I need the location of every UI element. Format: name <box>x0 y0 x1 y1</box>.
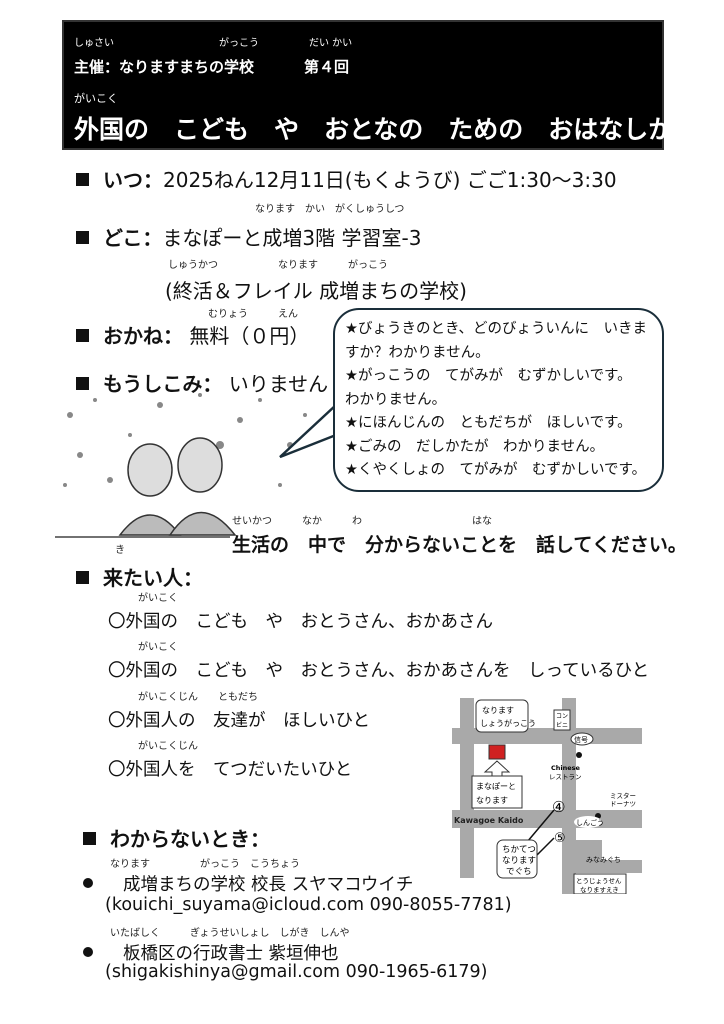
audience-item-ruby: がいこく <box>138 642 178 653</box>
square-bullet-icon <box>76 571 89 584</box>
title-ruby: がいこく <box>74 92 118 105</box>
audience-item: 〇外国の こども や おとうさん、おかあさんを しっているひと <box>108 661 650 681</box>
apply-label: もうしこみ： <box>103 372 223 396</box>
bullet-icon <box>83 947 93 957</box>
fee-ruby: むりょう えん <box>208 309 298 320</box>
speech-bubble-tail <box>279 404 337 459</box>
bubble-line: ★にほんじんの ともだちが ほしいです。 <box>345 415 632 431</box>
map-signal-label: 信号 <box>574 735 588 744</box>
count-ruby: だい かい <box>309 38 353 49</box>
organizer-ruby: しゅさい <box>74 38 114 49</box>
audience-item-ruby: がいこくじん ともだち <box>138 692 258 703</box>
contact-name: 成増まちの学校 校長 スヤマコウイチ <box>123 875 414 895</box>
fee-label: おかね： <box>103 324 183 348</box>
apply-value: いりません <box>228 372 329 396</box>
bubble-line: ★びょうきのとき、どのびょういんに いきま <box>345 321 647 337</box>
map-donut-label: ミスター <box>610 791 636 800</box>
contact-label: わからないとき： <box>110 827 270 851</box>
exit-5-label: ⑤ <box>554 831 566 846</box>
bubble-line: ★がっこうの てがみが むずかしいです。 <box>345 368 632 384</box>
map-shinkou-label: しんごう <box>576 818 604 827</box>
contact-ruby: なります がっこう こうちょう <box>110 859 300 870</box>
map-chinese-label: レストラン <box>549 773 582 781</box>
audience-label: 来たい人： <box>103 566 203 590</box>
exit-4-label: ④ <box>552 798 565 816</box>
fee-value: 無料（０円） <box>189 324 310 348</box>
header-banner: しゅさい がっこう だい かい 主催：なりますまちの学校 第４回 がいこく 外国… <box>62 20 698 150</box>
map-konbini-label: ビニ <box>556 721 568 729</box>
page-title: 外国の こども や おとなの ための おはなしかい <box>74 115 699 144</box>
map-tojo-label: とうじょうせん <box>576 877 622 885</box>
school-ruby: がっこう <box>219 38 259 49</box>
apply-row: もうしこみ： いりません <box>76 368 328 397</box>
map-subway-label: でぐち <box>506 867 532 877</box>
contact-detail: (kouichi_suyama@icloud.com 090-8055-7781… <box>105 895 512 915</box>
bubble-line: すか？わかりません。 <box>345 344 490 361</box>
where-ruby: なります かい がくしゅうしつ <box>255 204 405 215</box>
map-tojo-label: なりますえき <box>580 886 619 894</box>
bubble-line: わかりません。 <box>345 391 447 408</box>
when-row: いつ：2025ねん12月11日(もくようび) ごご1:30～3:30 <box>76 164 617 193</box>
organizer: 主催：なりますまちの学校 <box>74 58 255 76</box>
audience-row: 来たい人： <box>76 562 203 591</box>
speech-bubble: ★びょうきのとき、どのびょういんに いきま すか？わかりません。 ★がっこうの … <box>333 308 664 492</box>
square-bullet-icon <box>76 329 89 342</box>
contact-ruby: いたばしく ぎょうせいしょし しがき しんや <box>110 928 350 939</box>
bullet-icon <box>83 878 93 888</box>
bubble-line: ★ごみの だしかたが わかりません。 <box>345 438 605 455</box>
audience-item: 〇外国人を てつだいたいひと <box>108 760 353 780</box>
map-subway-label: なります <box>502 856 536 866</box>
map-road-label: Kawagoe Kaido <box>454 816 524 825</box>
worried-people-illustration <box>55 393 307 538</box>
map-subway-label: ちかてつ <box>502 845 536 855</box>
map-manapo-label: まなぽーと <box>476 782 516 791</box>
building-icon <box>488 744 506 760</box>
map-south-label: みなみぐち <box>586 856 621 864</box>
message-text: 生活の 中で 分からないことを 話してください。 <box>232 534 687 556</box>
map-donut-label: ドーナツ <box>610 800 636 808</box>
square-bullet-icon <box>76 173 89 186</box>
audience-item-ruby: がいこくじん <box>138 741 198 752</box>
when-label: いつ： <box>103 168 163 192</box>
square-bullet-icon <box>83 832 96 845</box>
where-value: まなぽーと成増3階 学習室-3 <box>162 226 422 250</box>
fee-row: おかね： 無料（０円） <box>76 320 309 349</box>
audience-item: 〇外国の こども や おとうさん、おかあさん <box>108 612 493 632</box>
contact-name: 板橋区の行政書士 紫垣伸也 <box>123 944 339 964</box>
map-school-label: しょうがっこう <box>480 718 536 728</box>
square-bullet-icon <box>76 231 89 244</box>
map-school-label: なります <box>482 706 514 715</box>
where-row: どこ：まなぽーと成増3階 学習室-3 <box>76 222 421 251</box>
audience-ruby: き <box>115 545 125 556</box>
audience-item-ruby: がいこく <box>138 593 178 604</box>
message-ruby: せいかつ なか わ はな <box>232 516 492 527</box>
contact-person: 成増まちの学校 校長 スヤマコウイチ <box>83 871 413 896</box>
edition: 第４回 <box>304 58 350 76</box>
where-label: どこ： <box>103 226 163 250</box>
bubble-line: ★くやくしょの てがみが むずかしいです。 <box>345 462 647 478</box>
access-map: なります しょうがっこう コン ビニ 信号 Chinese レストラン まなぽー… <box>452 698 642 894</box>
when-value: 2025ねん12月11日(もくようび) ごご1:30～3:30 <box>163 168 617 192</box>
square-bullet-icon <box>76 377 89 390</box>
where-sub-ruby: しゅうかつ なります がっこう <box>168 260 388 271</box>
contact-row: わからないとき： <box>83 823 270 852</box>
audience-item: 〇外国人の 友達が ほしいひと <box>108 711 370 731</box>
map-konbini-label: コン <box>556 713 568 720</box>
contact-person: 板橋区の行政書士 紫垣伸也 <box>83 940 339 965</box>
map-manapo-label: なります <box>476 796 508 805</box>
where-sub: (終活＆フレイル 成増まちの学校) <box>165 279 467 303</box>
map-chinese-label: Chinese <box>551 764 581 772</box>
contact-detail: (shigakishinya@gmail.com 090-1965-6179) <box>105 962 488 982</box>
